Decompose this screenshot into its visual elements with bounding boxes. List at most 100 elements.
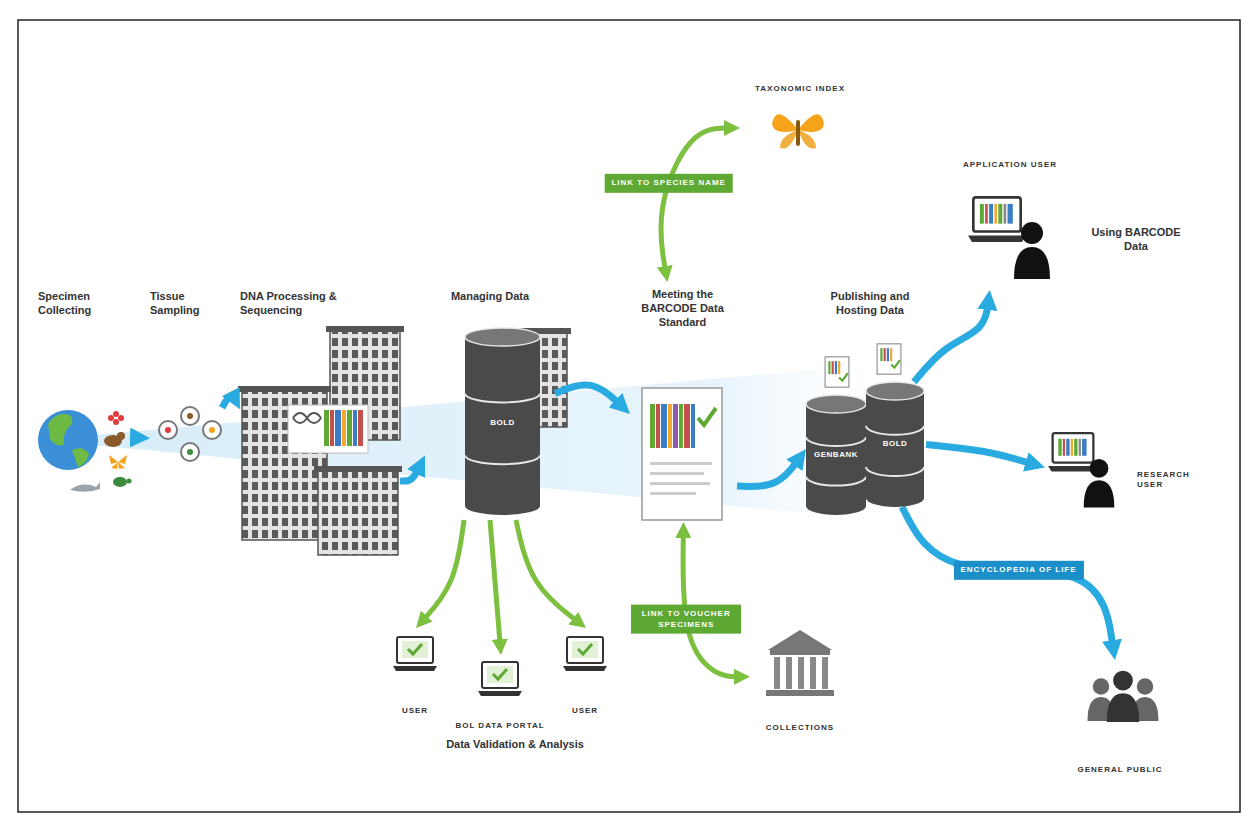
link-tag: ENCYCLOPEDIA OF LIFE bbox=[953, 561, 1083, 579]
barcode-document bbox=[642, 388, 722, 520]
lab-buildings bbox=[242, 390, 327, 540]
museum-icon bbox=[798, 657, 804, 689]
barcode-document bbox=[650, 482, 710, 485]
barcode-document bbox=[668, 404, 672, 448]
tissue-samples bbox=[187, 413, 193, 419]
globe-icon bbox=[38, 410, 98, 470]
museum-icon bbox=[810, 657, 816, 689]
globe-icon bbox=[38, 410, 98, 470]
icon-label: COLLECTIONS bbox=[750, 625, 852, 740]
tissue-samples bbox=[187, 449, 193, 455]
node-text: USER bbox=[555, 706, 615, 716]
research-user-icon bbox=[1048, 433, 1114, 507]
barcode-document bbox=[642, 388, 722, 520]
cylinder-band bbox=[866, 426, 924, 435]
node-text: RESEARCH USER bbox=[1137, 470, 1203, 491]
cylinder-top bbox=[465, 328, 540, 346]
frame bbox=[18, 20, 1240, 812]
node-text: DNA Processing & Sequencing bbox=[240, 290, 340, 318]
link-arrow bbox=[421, 520, 464, 622]
flow-arrow bbox=[400, 465, 421, 482]
organism-icons bbox=[113, 477, 127, 487]
cylinder-band bbox=[866, 467, 924, 476]
barcode-document bbox=[650, 462, 712, 465]
organism-icons bbox=[70, 411, 132, 492]
stage-label: Publishing and Hosting Data bbox=[816, 290, 924, 318]
node-text: Meeting the BARCODE Data Standard bbox=[630, 288, 735, 329]
link-arrow bbox=[683, 530, 742, 677]
lab-buildings bbox=[238, 386, 331, 392]
tissue-samples bbox=[159, 421, 177, 439]
flow-arrow bbox=[902, 507, 1113, 650]
barcode-document bbox=[698, 408, 716, 425]
label-slot: Using BARCODE Data bbox=[1086, 226, 1186, 254]
node-text: BOLD bbox=[866, 439, 924, 449]
organism-icons bbox=[113, 411, 119, 417]
tissue-samples bbox=[181, 443, 199, 461]
node-text: GENBANK bbox=[806, 450, 866, 460]
globe-icon bbox=[72, 448, 89, 467]
organism-icons bbox=[70, 482, 100, 492]
tissue-samples bbox=[159, 407, 221, 461]
tissue-samples bbox=[165, 427, 171, 433]
museum-icon bbox=[766, 630, 834, 696]
museum-icon bbox=[768, 630, 832, 650]
organism-icons bbox=[118, 415, 124, 421]
barcode-document bbox=[656, 404, 660, 448]
cylinder-outline bbox=[425, 290, 555, 520]
museum-icon bbox=[786, 657, 792, 689]
butterfly-icon bbox=[772, 114, 824, 148]
icon-label: RESEARCH USER bbox=[1045, 420, 1205, 515]
stage-heading: Specimen Collecting bbox=[38, 290, 133, 495]
dna-sequence-card bbox=[288, 405, 368, 453]
tissue-samples bbox=[181, 407, 199, 425]
lab-buildings bbox=[318, 470, 398, 555]
museum-icon bbox=[822, 657, 828, 689]
node-text: BOLD bbox=[465, 418, 540, 428]
organism-icons bbox=[108, 415, 114, 421]
tissue-samples bbox=[203, 421, 221, 439]
database-cylinder: Managing DataBOLD bbox=[425, 290, 555, 520]
cylinder-band bbox=[465, 393, 540, 402]
organism-icons bbox=[127, 479, 132, 484]
cylinder-band bbox=[806, 477, 866, 486]
icon-label: APPLICATION USER bbox=[940, 160, 1082, 290]
lab-buildings bbox=[238, 326, 404, 555]
frame bbox=[18, 20, 1240, 812]
database-cylinder: BOLD bbox=[866, 382, 926, 507]
database-cylinder: GENBANK bbox=[806, 395, 868, 515]
cylinder-body bbox=[465, 328, 540, 515]
node-text: TAXONOMIC INDEX bbox=[740, 84, 860, 94]
node-text: COLLECTIONS bbox=[750, 723, 850, 733]
link-tag-slot: ENCYCLOPEDIA OF LIFE bbox=[953, 561, 1083, 579]
label-slot: Data Validation & Analysis bbox=[420, 738, 610, 752]
cylinder-top bbox=[866, 382, 924, 400]
museum-icon bbox=[766, 690, 834, 696]
barcode-document bbox=[650, 472, 704, 475]
barcode-document bbox=[691, 404, 695, 448]
barcode-document bbox=[661, 404, 667, 448]
dna-sequence-card bbox=[342, 410, 346, 446]
barcode-document bbox=[684, 404, 690, 448]
label-slot: Publishing and Hosting Data bbox=[816, 290, 924, 318]
stage-heading-text: Managing Data bbox=[440, 290, 540, 304]
cylinder-body bbox=[866, 382, 924, 507]
lab-buildings bbox=[326, 326, 404, 332]
dna-sequence-card bbox=[293, 413, 321, 423]
icon-label: BOL DATA PORTAL bbox=[445, 655, 557, 735]
user-laptops bbox=[563, 637, 607, 671]
organism-icons bbox=[113, 419, 119, 425]
cylinder-band bbox=[806, 437, 866, 446]
stage-label: Data Validation & Analysis bbox=[420, 738, 610, 752]
cylinder-band bbox=[465, 455, 540, 464]
link-tag-slot: LINK TO SPECIES NAME bbox=[604, 174, 733, 192]
butterfly-icon bbox=[796, 120, 800, 146]
flow-arrow bbox=[133, 434, 140, 441]
hosted-records bbox=[825, 344, 901, 387]
organism-icons bbox=[109, 455, 127, 469]
node-text: BOL DATA PORTAL bbox=[445, 721, 555, 731]
icon-label: USER bbox=[555, 628, 617, 720]
stage-heading: Meeting the BARCODE Data Standard bbox=[630, 282, 737, 522]
stage-label: Using BARCODE Data bbox=[1086, 226, 1186, 254]
